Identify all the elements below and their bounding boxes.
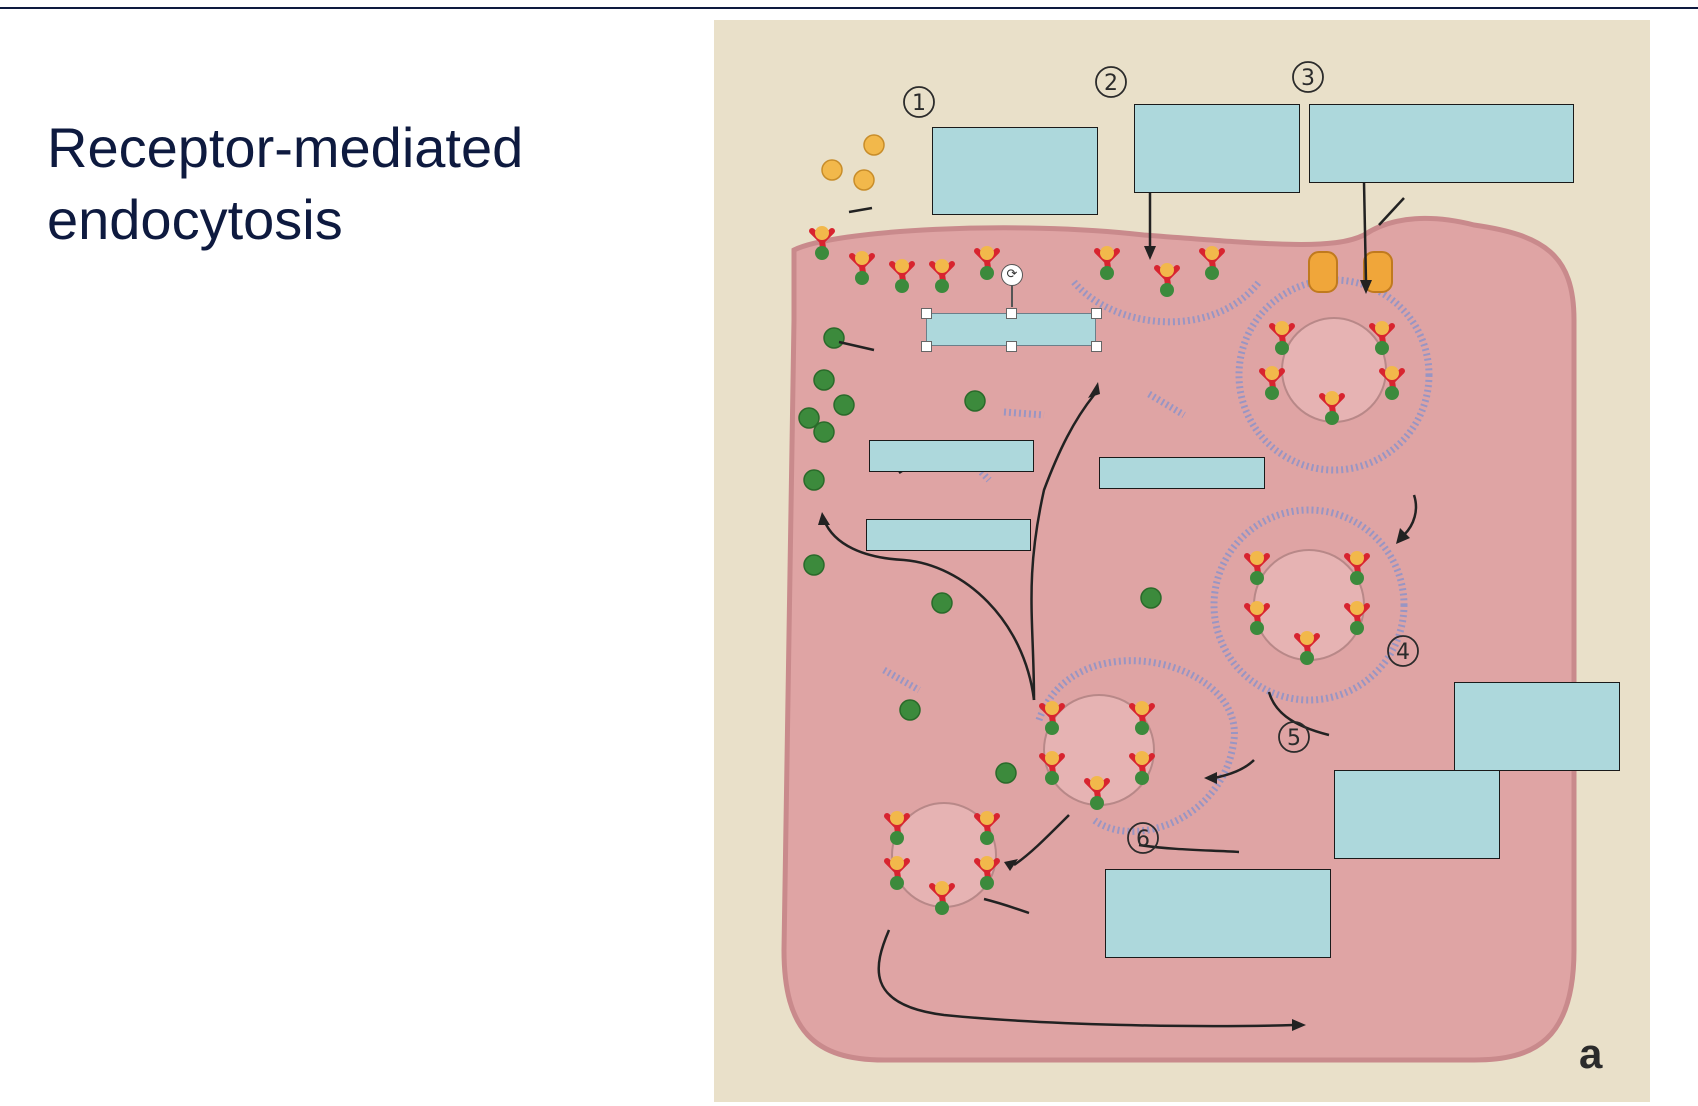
step-number-1: 1 [912,91,926,116]
step-number-4: 4 [1396,640,1410,665]
slide-title[interactable]: Receptor-mediated endocytosis [47,112,667,256]
endocytosis-figure[interactable]: 1 2 3 4 5 6 ⟳ a [714,20,1650,1102]
resize-handle-bottom-left[interactable] [921,341,932,352]
label-box-step-4[interactable] [1454,682,1620,771]
step-number-2: 2 [1104,71,1118,96]
label-box-step-5[interactable] [1334,770,1500,859]
label-box-step-1[interactable] [932,127,1098,215]
slide-title-line-2: endocytosis [47,188,343,251]
resize-handle-bottom-center[interactable] [1006,341,1017,352]
step-number-6: 6 [1136,827,1150,852]
label-box-recycling-left-lower[interactable] [866,519,1031,551]
free-adaptors [798,327,1162,784]
label-box-step-2[interactable] [1134,104,1300,193]
resize-handle-top-left[interactable] [921,308,932,319]
rotate-icon[interactable]: ⟳ [1001,264,1023,286]
resize-handle-bottom-right[interactable] [1091,341,1102,352]
step-number-markers [903,61,1419,854]
free-ligands [821,134,885,191]
slide-title-line-1: Receptor-mediated [47,116,524,179]
figure-panel-letter: a [1579,1030,1603,1077]
rotate-handle-stem [1011,285,1013,307]
step-number-5: 5 [1287,726,1301,751]
step-number-labels: 1 2 3 4 5 6 [912,66,1410,852]
label-box-step-3[interactable] [1309,104,1574,183]
resize-handle-top-right[interactable] [1091,308,1102,319]
label-box-recycling-center[interactable] [1099,457,1265,489]
label-box-recycling-left-upper[interactable] [869,440,1034,472]
label-box-step-6[interactable] [1105,869,1331,958]
arrow-heads [818,246,1410,1031]
dynamin-ring [1308,251,1393,293]
step-number-3: 3 [1301,66,1315,91]
top-rule [0,7,1698,9]
resize-handle-top-center[interactable] [1006,308,1017,319]
